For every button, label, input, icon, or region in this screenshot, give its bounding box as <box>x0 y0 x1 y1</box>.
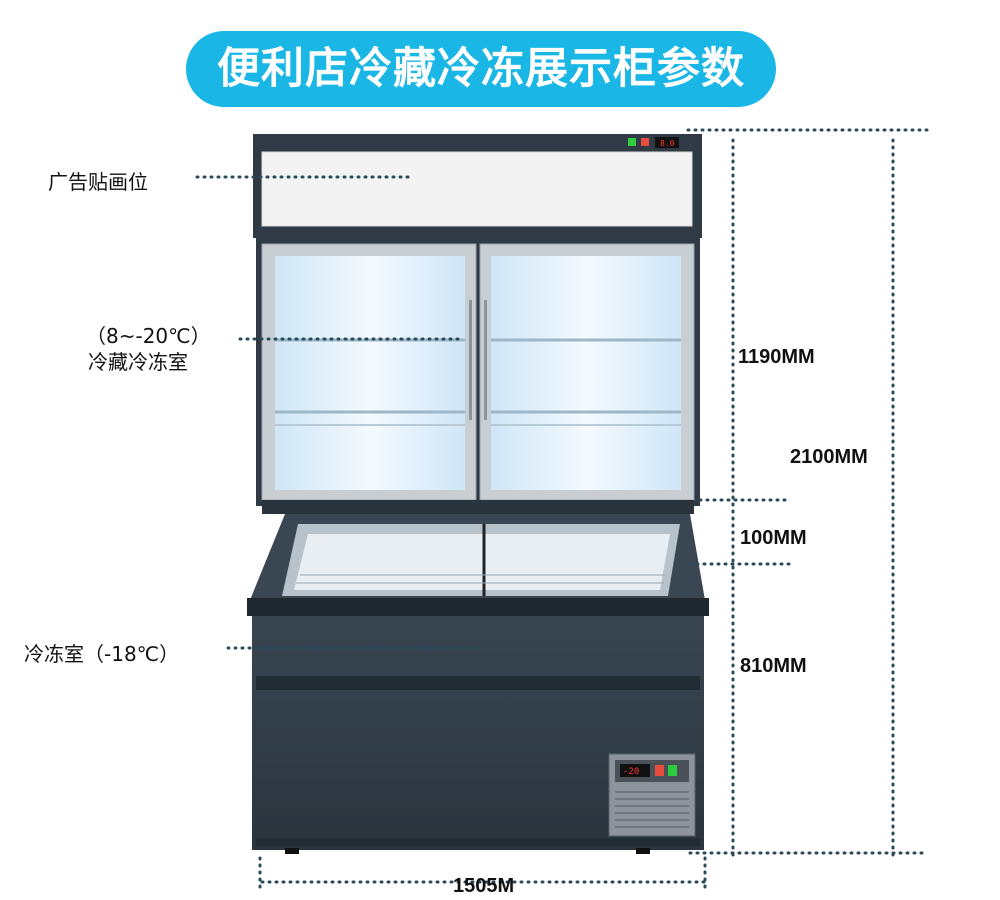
ad-area-label: 广告贴画位 <box>48 170 148 194</box>
controller-display: -20 <box>623 767 639 777</box>
dimension-lines <box>195 128 930 890</box>
upper-chiller-section <box>256 238 700 514</box>
ad-lightbox: 8.0 <box>253 134 702 238</box>
lower-chamber-label: 冷冻室（-18℃） <box>24 642 180 666</box>
width-dimension: 1505M <box>453 875 515 897</box>
lower-freezer-opening <box>250 514 705 600</box>
page-title: 便利店冷藏冷冻展示柜参数 <box>217 44 745 94</box>
lower-height-dimension: 810MM <box>740 655 807 677</box>
lower-freezer-body: -20 <box>247 598 709 854</box>
total-height-dimension: 2100MM <box>790 446 868 468</box>
upper-height-dimension: 1190MM <box>738 346 815 368</box>
svg-text:8.0: 8.0 <box>660 139 675 148</box>
gap-dimension: 100MM <box>740 527 807 549</box>
upper-temp-label: （8~-20℃） <box>86 324 211 348</box>
upper-chamber-label: 冷藏冷冻室 <box>88 350 188 374</box>
title-banner <box>186 31 776 107</box>
